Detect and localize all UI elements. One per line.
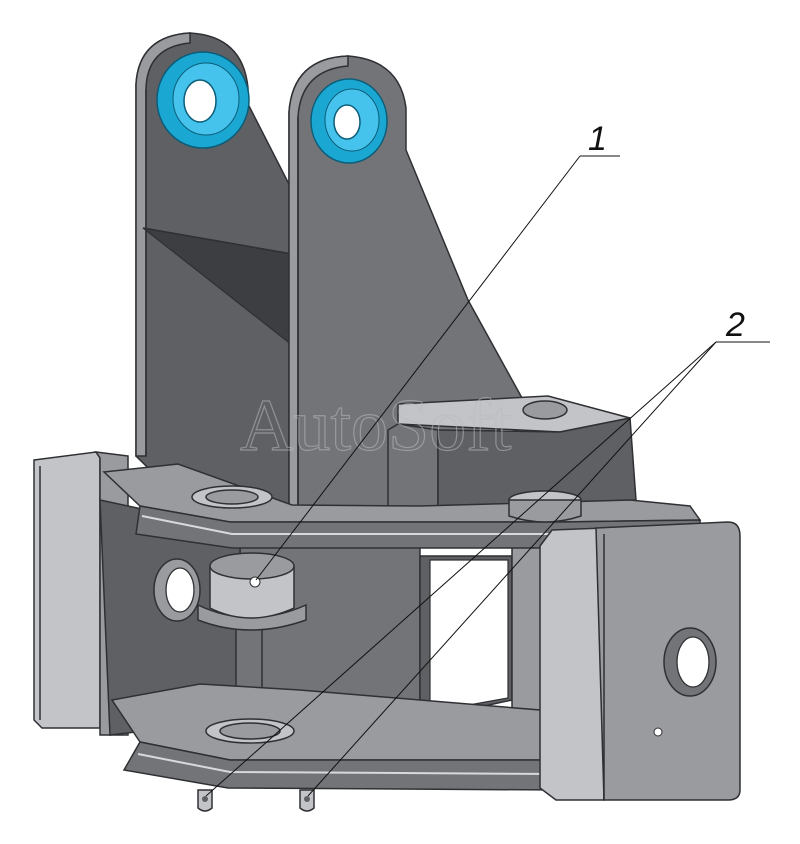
left-side-plate [99,499,241,736]
watermark-text: AutoSoft [240,385,512,467]
callout-1-leader [255,155,581,581]
callout-2-label: 2 [725,306,745,344]
lower-plate [110,683,562,791]
callout-1-label: 1 [588,120,607,158]
left-lug-plate [135,32,293,506]
callout-2-leader-a [205,341,717,797]
grease-fitting-left [197,789,213,812]
grease-fitting-right [299,789,315,812]
right-bushing [310,78,388,164]
callout-1: 1 [255,120,620,581]
rear-block [387,395,637,513]
right-end-block [539,521,741,801]
callout-2: 2 [205,306,770,797]
right-lug-plate [288,55,523,511]
left-bushing [156,51,250,149]
callout-2-leader-b [307,341,717,797]
